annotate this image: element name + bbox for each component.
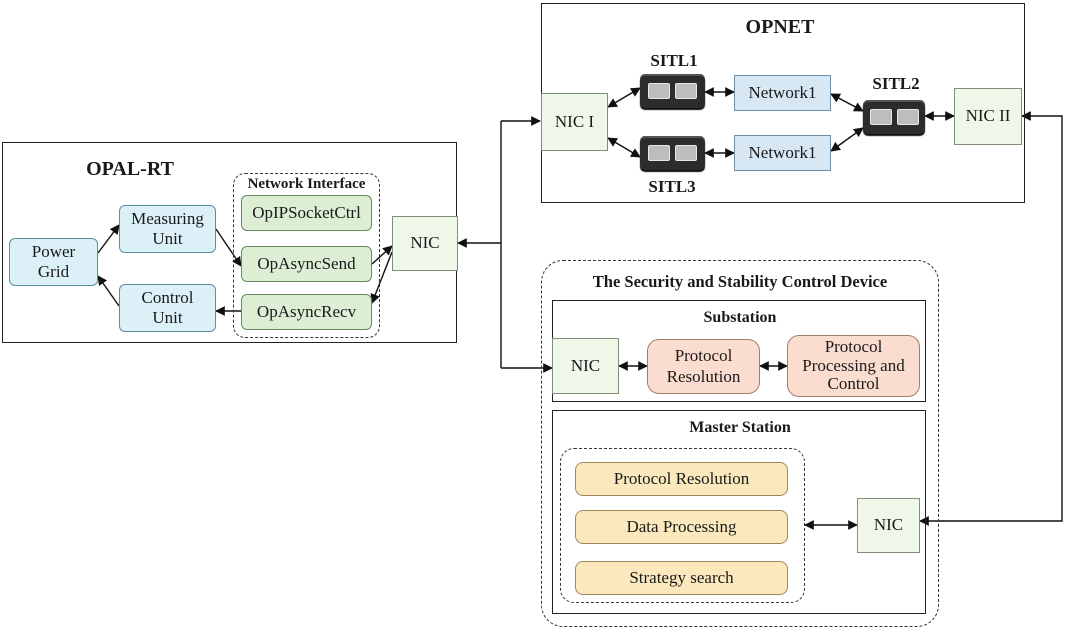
opal-nic-box: NIC [392,216,458,271]
arrow-send-to-nic [371,245,393,265]
op-async-recv-box: OpAsyncRecv [241,294,372,330]
arrow-grid-to-measuring [97,224,120,254]
arrow-nic1-sitl1 [607,87,641,108]
master-station-group [552,410,926,614]
arrow-network-sitl2-bottom [830,127,864,152]
sitl1-router-icon [640,74,705,108]
link-nic2-master-nic [919,111,1063,526]
substation-nic-box: NIC [552,338,619,394]
sitl2-label: SITL2 [872,74,920,93]
sitl2-router-icon [863,100,925,134]
arrow-nic1-sitl3 [607,137,641,158]
strategy-search-box: Strategy search [575,561,788,595]
nic-2-box: NIC II [954,88,1022,145]
sitl3-router-icon [640,136,705,170]
data-processing-box: Data Processing [575,510,788,544]
protocol-resolution-box: Protocol Resolution [647,339,760,394]
control-device-title: The Security and Stability Control Devic… [592,272,888,291]
network-top-box: Network1 [734,75,831,111]
network-interface-title: Network Interface [247,176,366,192]
opal-rt-title: OPAL-RT [86,158,174,180]
control-unit-box: Control Unit [119,284,216,332]
nic-1-box: NIC I [541,93,608,151]
protocol-processing-box: Protocol Processing and Control [787,335,920,397]
master-protocol-resolution-box: Protocol Resolution [575,462,788,496]
arrow-measuring-to-send [215,228,242,267]
network-interface-group [233,173,380,338]
control-device-group [541,260,939,627]
master-stack-group [560,448,805,603]
arrow-nic-to-recv [370,251,393,304]
master-station-title: Master Station [689,419,791,436]
arrow-network-sitl2-top [830,93,864,112]
master-nic-box: NIC [857,498,920,553]
substation-title: Substation [703,309,777,326]
arrow-control-to-grid [97,275,120,307]
sitl1-label: SITL1 [650,51,698,70]
op-ip-socket-ctrl-box: OpIPSocketCtrl [241,195,372,231]
sitl3-label: SITL3 [648,177,696,196]
opnet-title: OPNET [745,16,815,38]
network-bottom-box: Network1 [734,135,831,171]
power-grid-box: Power Grid [9,238,98,286]
op-async-send-box: OpAsyncSend [241,246,372,282]
measuring-unit-box: Measuring Unit [119,205,216,253]
